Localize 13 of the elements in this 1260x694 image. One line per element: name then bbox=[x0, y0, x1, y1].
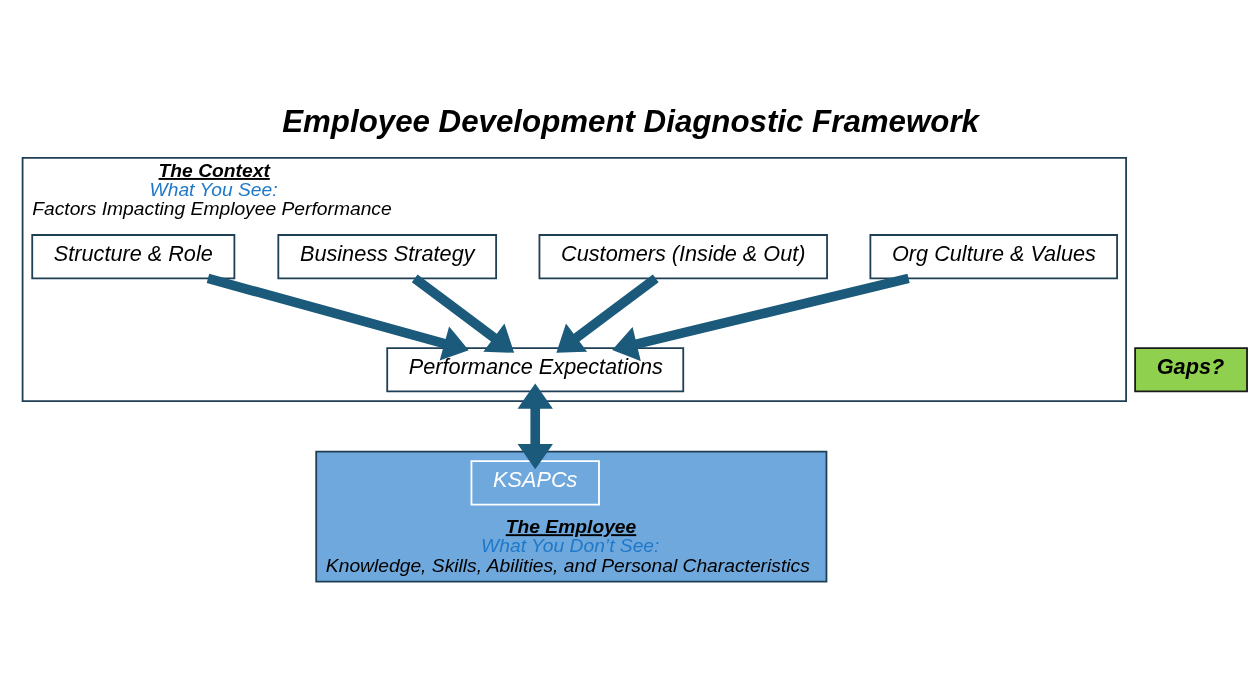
node-box: Customers (Inside & Out) bbox=[538, 233, 828, 279]
arrow bbox=[612, 273, 910, 361]
node-box: Performance Expectations bbox=[386, 346, 685, 392]
arrow bbox=[556, 274, 659, 353]
diagram-title: Employee Development Diagnostic Framework bbox=[282, 103, 979, 139]
node-box: Org Culture & Values bbox=[869, 233, 1118, 279]
node-box: Gaps? bbox=[1134, 346, 1248, 392]
node-box: Business Strategy bbox=[277, 233, 498, 279]
arrow bbox=[206, 273, 469, 361]
node-box: Structure & Role bbox=[31, 233, 236, 279]
arrow bbox=[411, 274, 515, 353]
node-box: KSAPCs bbox=[470, 459, 600, 505]
arrow bbox=[517, 382, 553, 469]
